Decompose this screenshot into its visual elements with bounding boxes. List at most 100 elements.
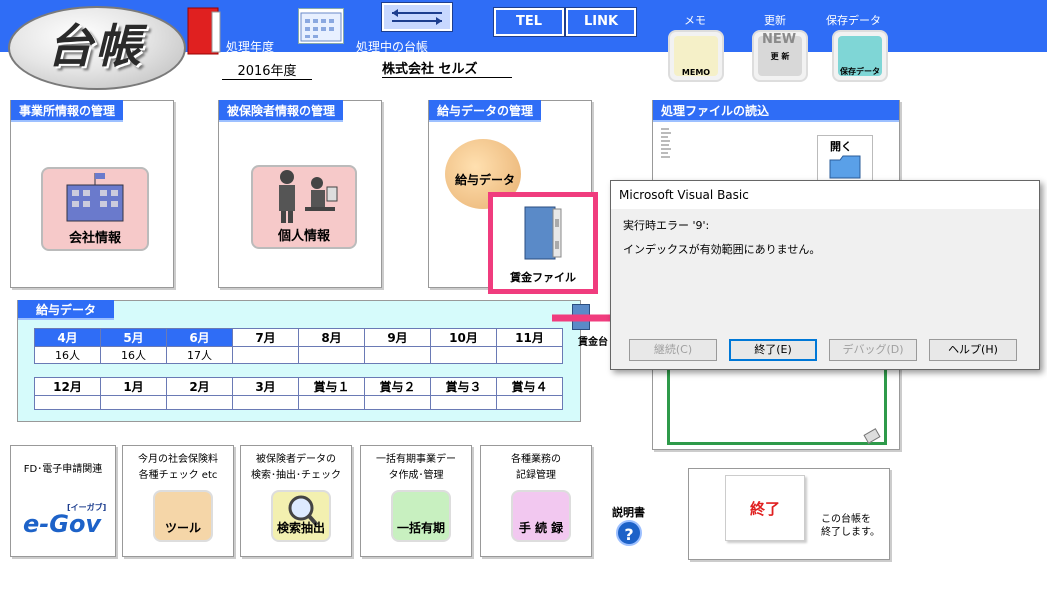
count-cell — [34, 395, 101, 410]
wage-file-button[interactable]: 賃金ファイル — [499, 201, 587, 285]
file-list[interactable] — [659, 125, 809, 185]
month-cell[interactable]: 9月 — [364, 328, 431, 347]
switch-ledger-button[interactable] — [381, 2, 453, 32]
company-info-button[interactable]: 会社情報 — [41, 167, 149, 251]
new-badge: NEW — [762, 32, 797, 47]
bonus-cell[interactable]: 賞与４ — [496, 377, 563, 396]
lump-sum-button[interactable]: 一括有期事業デー タ作成･管理 一括有期 — [360, 445, 472, 557]
memo-button[interactable]: MEMO — [668, 30, 724, 82]
bonus-cell[interactable]: 賞与３ — [430, 377, 497, 396]
salary-data-label: 給与データ — [454, 173, 515, 187]
building-icon — [66, 173, 124, 222]
count-cell — [232, 395, 299, 410]
count-cell: 17人 — [166, 346, 233, 364]
e-gov-label: e-Gov — [23, 510, 102, 538]
office-info-card: 事業所情報の管理 会社情報 — [10, 100, 174, 288]
folder-icon — [829, 155, 861, 179]
wage-file-highlight: 賃金ファイル — [488, 192, 598, 294]
wage-file-label: 賃金ファイル — [510, 271, 576, 284]
search-extract-button[interactable]: 被保険者データの 検索･抽出･チェック 検索抽出 — [240, 445, 352, 557]
count-cell — [166, 395, 233, 410]
insured-info-card: 被保険者情報の管理 個人情報 — [218, 100, 382, 288]
update-button[interactable]: NEW 更 新 — [752, 30, 808, 82]
records-button[interactable]: 各種業務の 記録管理 手 続 録 — [480, 445, 592, 557]
continue-button[interactable]: 継続(C) — [629, 339, 717, 361]
records-title: 各種業務の 記録管理 — [511, 454, 561, 481]
save-icon-label: 保存データ — [840, 67, 880, 76]
end-button[interactable]: 終了(E) — [729, 339, 817, 361]
help-button[interactable]: ヘルプ(H) — [929, 339, 1017, 361]
briefcase-icon — [838, 36, 882, 76]
search-extract-title: 被保険者データの 検索･抽出･チェック — [251, 454, 341, 481]
personal-info-button[interactable]: 個人情報 — [251, 165, 357, 249]
tools-icon: ツール — [153, 490, 213, 542]
exit-panel: 終了 この台帳を 終了します。 — [688, 468, 890, 560]
wage-ledger-side-label: 賃金台 — [578, 337, 608, 348]
count-cell — [496, 395, 563, 410]
tel-button[interactable]: TEL — [493, 7, 565, 37]
year-label: 処理年度 — [226, 40, 275, 54]
exit-button[interactable]: 終了 — [725, 475, 805, 541]
month-cell[interactable]: 4月 — [34, 328, 101, 347]
count-cell: 16人 — [34, 346, 101, 364]
salary-data-title: 給与データの管理 — [429, 100, 542, 122]
debug-button[interactable]: デバッグ(D) — [829, 339, 917, 361]
search-extract-icon-label: 検索抽出 — [276, 521, 325, 535]
link-button[interactable]: LINK — [565, 7, 637, 37]
magnifier-glass-icon — [288, 495, 319, 527]
month-cell[interactable]: 5月 — [100, 328, 167, 347]
e-gov-logo: [イーガブ] e-Gov — [23, 502, 109, 542]
count-cell — [100, 395, 167, 410]
ledger-label: 処理中の台帳 — [356, 40, 429, 54]
insured-info-title: 被保険者情報の管理 — [219, 100, 344, 122]
month-cell[interactable]: 8月 — [298, 328, 365, 347]
update-caption: 更新 — [764, 14, 786, 27]
logo — [8, 6, 186, 90]
count-cell: 16人 — [100, 346, 167, 364]
company-name: 株式会社 セルズ — [382, 58, 512, 78]
personal-info-label: 個人情報 — [277, 229, 330, 244]
drop-area[interactable] — [667, 367, 887, 445]
open-label: 開く — [830, 140, 852, 153]
save-data-button[interactable]: 保存データ — [832, 30, 888, 82]
manual-label: 説明書 — [612, 506, 645, 519]
tools-button[interactable]: 今月の社会保険料 各種チェック etc ツール — [122, 445, 234, 557]
count-cell — [364, 346, 431, 364]
count-cell — [298, 395, 365, 410]
count-cell — [496, 346, 563, 364]
bonus-cell[interactable]: 賞与２ — [364, 377, 431, 396]
year-value: 2016年度 — [222, 60, 312, 80]
records-icon-label: 手 続 録 — [518, 521, 564, 535]
e-gov-button[interactable]: FD･電子申請関連 [イーガブ] e-Gov — [10, 445, 116, 557]
count-cell — [364, 395, 431, 410]
memo-icon-label: MEMO — [681, 68, 711, 77]
month-cell[interactable]: 7月 — [232, 328, 299, 347]
company-info-label: 会社情報 — [68, 231, 121, 246]
header: 台帳 処理年度 2016年度 処理中の台帳 株式会社 セルズ — [0, 0, 1047, 90]
error-dialog: Microsoft Visual Basic 実行時エラー '9': インデック… — [610, 180, 1040, 370]
calendar-icon — [298, 8, 344, 44]
logo-text: 台帳 — [47, 19, 143, 73]
month-cell[interactable]: 12月 — [34, 377, 101, 396]
bonus-cell[interactable]: 賞与１ — [298, 377, 365, 396]
magnifier-icon: 検索抽出 — [271, 490, 331, 542]
tools-icon-label: ツール — [164, 521, 201, 535]
count-cell — [232, 346, 299, 364]
help-icon[interactable]: ? — [616, 520, 642, 546]
file-list-text-lines — [661, 128, 671, 158]
payroll-grid-panel: 給与データ 4月 5月 6月 7月 8月 9月 10月 11月 16人 16人 … — [17, 300, 581, 422]
dialog-message: インデックスが有効範囲にありません。 — [623, 243, 821, 256]
dialog-title[interactable]: Microsoft Visual Basic — [611, 181, 1039, 209]
exit-note: この台帳を 終了します。 — [821, 514, 880, 538]
month-cell[interactable]: 1月 — [100, 377, 167, 396]
dialog-error-code: 実行時エラー '9': — [623, 219, 710, 232]
month-cell[interactable]: 3月 — [232, 377, 299, 396]
month-cell[interactable]: 2月 — [166, 377, 233, 396]
month-cell[interactable]: 6月 — [166, 328, 233, 347]
month-cell[interactable]: 11月 — [496, 328, 563, 347]
month-cell[interactable]: 10月 — [430, 328, 497, 347]
save-caption: 保存データ — [826, 14, 881, 27]
count-cell — [430, 395, 497, 410]
payroll-title: 給与データ — [18, 300, 115, 320]
